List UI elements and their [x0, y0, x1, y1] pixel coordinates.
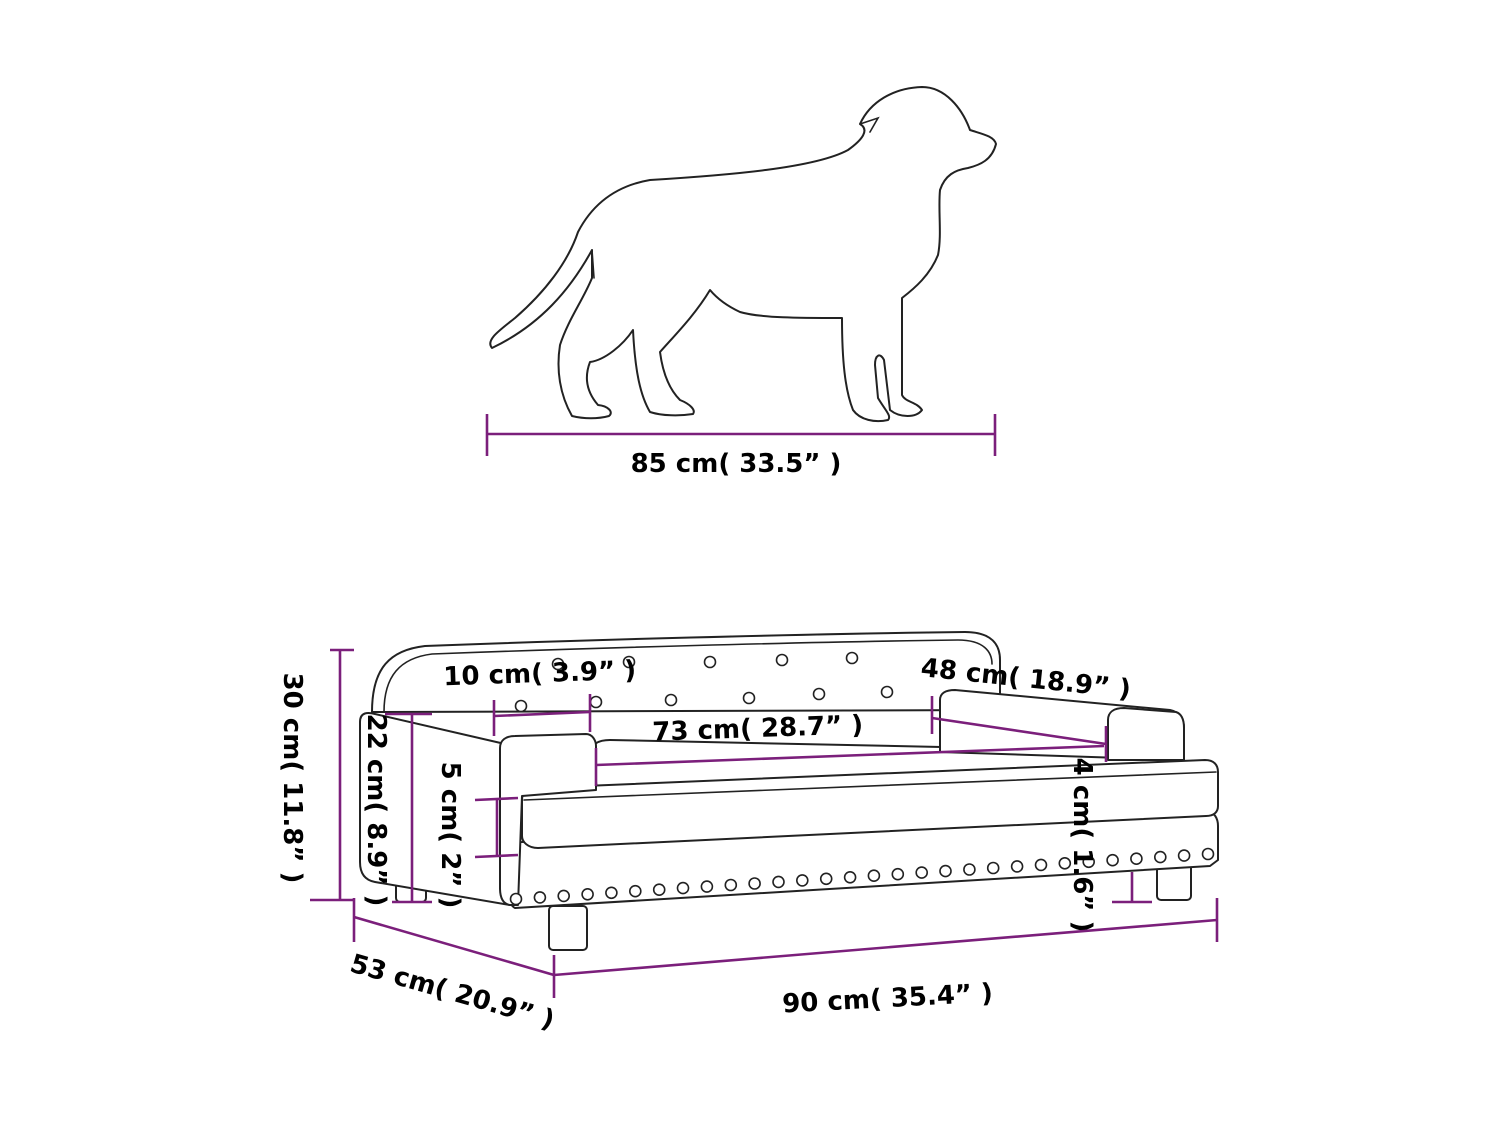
base-stud — [795, 874, 809, 887]
base-stud — [843, 870, 857, 884]
seat-width-dimension: 73 cm( 28.7” ) — [594, 710, 1105, 786]
backrest-studs — [514, 651, 894, 713]
cushion-thickness-dimension: 5 cm( 2” ) — [435, 762, 519, 909]
base-stud — [1154, 850, 1167, 864]
base-stud — [986, 861, 1000, 875]
base-stud — [676, 881, 690, 895]
base-stud — [1082, 855, 1095, 869]
base-stud — [557, 889, 571, 903]
seat-height-dimension: 22 cm( 8.9” ) — [361, 712, 432, 907]
front-left-leg — [548, 905, 588, 951]
width-dimension: 90 cm( 35.4” ) — [552, 898, 1219, 1020]
backrest — [371, 631, 1001, 713]
depth-label: 53 cm( 20.9” ) — [347, 949, 558, 1036]
base-stud — [652, 883, 666, 897]
base-stud — [724, 878, 738, 892]
base-stud — [939, 864, 952, 878]
base-stud — [1130, 852, 1143, 866]
base-stud — [533, 891, 547, 904]
right-arm-cap — [1107, 707, 1185, 761]
base-stud — [628, 884, 642, 898]
dog-length-dimension: 85 cm( 33.5” ) — [485, 414, 997, 479]
base-stud — [772, 875, 785, 889]
pet-sofa-outline-icon — [359, 631, 1219, 951]
base-stud — [748, 877, 761, 890]
base-stud — [915, 866, 929, 879]
total-height-dimension: 30 cm( 11.8” ) — [277, 648, 354, 902]
base-stud — [1177, 849, 1191, 862]
base-studs — [509, 847, 1215, 906]
base-stud — [1058, 856, 1072, 870]
total-height-label: 30 cm( 11.8” ) — [277, 673, 307, 884]
base-stud — [819, 872, 833, 886]
base-stud — [867, 869, 881, 883]
armrest-width-dimension: 10 cm( 3.9” ) — [443, 656, 637, 736]
base-stud — [1106, 853, 1119, 867]
base-stud — [963, 863, 976, 876]
armrest-width-label: 10 cm( 3.9” ) — [443, 656, 637, 693]
leg-height-dimension: 4 cm( 1.6” ) — [1067, 758, 1152, 933]
base-stud — [581, 887, 594, 901]
leg-height-label: 4 cm( 1.6” ) — [1067, 758, 1097, 933]
depth-dimension: 53 cm( 20.9” ) — [347, 898, 558, 1036]
dog-silhouette-icon — [489, 86, 997, 423]
width-label: 90 cm( 35.4” ) — [782, 979, 994, 1020]
base-stud — [891, 867, 905, 881]
dog-length-label: 85 cm( 33.5” ) — [631, 449, 842, 479]
seat-height-label: 22 cm( 8.9” ) — [361, 714, 391, 907]
base-stud — [509, 892, 523, 906]
base-stud — [1201, 847, 1215, 861]
seat-width-label: 73 cm( 28.7” ) — [652, 710, 864, 747]
base-stud — [1010, 860, 1024, 873]
base-stud — [1034, 858, 1048, 872]
base-stud — [700, 880, 714, 893]
left-armrest — [499, 733, 597, 906]
base-stud — [605, 886, 618, 900]
cushion-thickness-label: 5 cm( 2” ) — [435, 762, 465, 909]
